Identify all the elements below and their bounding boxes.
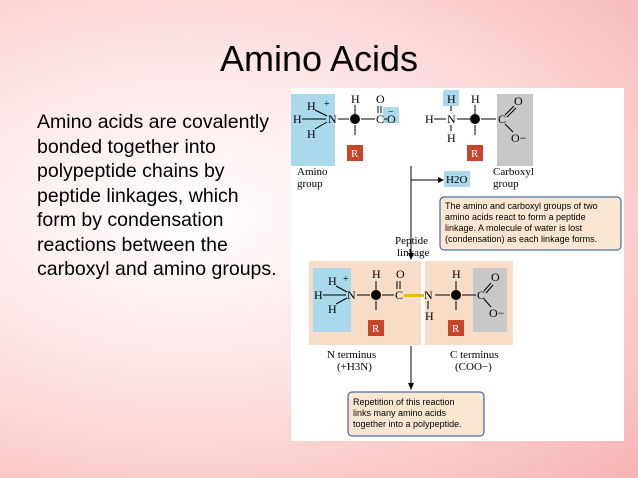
callout-line: linkage. A molecule of water is lost bbox=[445, 223, 583, 233]
callout-line: links many amino acids bbox=[353, 408, 447, 418]
slide-title: Amino Acids bbox=[219, 38, 419, 79]
charge-plus: + bbox=[343, 274, 349, 285]
peptide-bond-figure: H + H N H H O C − O H H H N H C O O− bbox=[291, 88, 624, 441]
n-terminus-box bbox=[313, 268, 351, 332]
atom-n: N bbox=[424, 288, 433, 302]
r-group-label: R bbox=[351, 148, 359, 160]
atom-h: H bbox=[307, 127, 316, 141]
carboxyl-group-label: group bbox=[493, 178, 519, 190]
r-group-box bbox=[368, 320, 384, 336]
c-terminus-box bbox=[473, 268, 507, 332]
callout-line: (condensation) as each linkage forms. bbox=[445, 234, 597, 244]
atom-o: O bbox=[387, 112, 396, 126]
carboxyl-group-label: Carboxyl bbox=[493, 166, 534, 178]
atom-h: H bbox=[328, 274, 337, 288]
alpha-carbon bbox=[451, 290, 461, 300]
peptide-bond-highlight bbox=[404, 294, 424, 297]
atom-o: O bbox=[491, 270, 500, 284]
r-group-box bbox=[448, 320, 464, 336]
atom-h: H bbox=[293, 112, 302, 126]
callout-line: amino acids react to form a peptide bbox=[445, 212, 586, 222]
alpha-carbon bbox=[350, 114, 360, 124]
atom-n: N bbox=[328, 112, 337, 126]
atom-o-minus: O− bbox=[511, 131, 527, 145]
atom-h: H bbox=[307, 99, 316, 113]
c-terminus-label: (COO−) bbox=[455, 361, 492, 373]
n-terminus-label: N terminus bbox=[327, 349, 376, 361]
atom-c: C bbox=[498, 112, 506, 126]
atom-h: H bbox=[447, 92, 456, 106]
atom-n: N bbox=[347, 288, 356, 302]
r-group-label: R bbox=[471, 148, 479, 160]
atom-n: N bbox=[447, 112, 456, 126]
callout-condensation bbox=[439, 196, 622, 251]
water-box bbox=[444, 171, 470, 187]
r-group-box bbox=[467, 145, 483, 161]
charge-minus: − bbox=[388, 107, 394, 118]
carboxyl-group-box bbox=[497, 94, 533, 166]
r-group-label: R bbox=[452, 323, 460, 335]
callout-line: Repetition of this reaction bbox=[353, 397, 455, 407]
atom-c: C bbox=[477, 288, 485, 302]
atom-o-minus: O− bbox=[489, 306, 505, 320]
atom-h: H bbox=[372, 267, 381, 281]
c-terminus-label: C terminus bbox=[450, 349, 499, 361]
atom-h: H bbox=[425, 112, 434, 126]
water-arrow bbox=[410, 166, 438, 181]
charge-plus: + bbox=[324, 99, 330, 110]
atom-c: C bbox=[395, 288, 403, 302]
callout-line: The amino and carboxyl groups of two bbox=[445, 201, 598, 211]
callout-repetition bbox=[347, 391, 485, 437]
alpha-carbon bbox=[470, 114, 480, 124]
alpha-carbon bbox=[371, 290, 381, 300]
atom-h: H bbox=[447, 131, 456, 145]
atom-h: H bbox=[314, 288, 323, 302]
water-label: H2O bbox=[446, 174, 467, 186]
amino-group-label: Amino bbox=[297, 166, 328, 178]
r-group-label: R bbox=[372, 323, 380, 335]
atom-h: H bbox=[471, 92, 480, 106]
peptide-linkage-label: linkage bbox=[397, 247, 429, 259]
n-terminus-label: (+H3N) bbox=[337, 361, 372, 373]
amino-group-label: group bbox=[297, 178, 323, 190]
amino-group-box bbox=[291, 94, 335, 166]
atom-o: O bbox=[376, 92, 385, 106]
peptide-linkage-label: Peptide bbox=[395, 235, 428, 247]
atom-h: H bbox=[351, 92, 360, 106]
atom-o: O bbox=[396, 267, 405, 281]
callout-line: together into a polypeptide. bbox=[353, 419, 462, 429]
r-group-box bbox=[347, 145, 363, 161]
atom-c: C bbox=[376, 112, 384, 126]
atom-o: O bbox=[514, 94, 523, 108]
slide-body-text: Amino acids are covalently bonded togeth… bbox=[37, 111, 277, 280]
atom-h: H bbox=[425, 309, 434, 323]
removed-h-highlight bbox=[443, 90, 459, 106]
atom-h: H bbox=[452, 267, 461, 281]
atom-h: H bbox=[328, 302, 337, 316]
